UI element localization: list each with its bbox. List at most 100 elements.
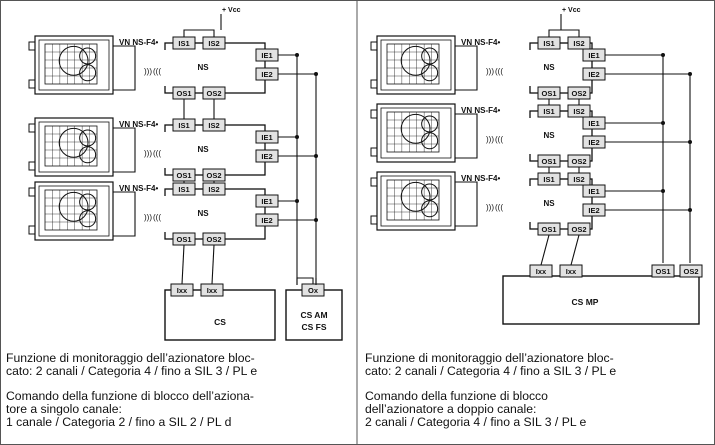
ns-label: NS (543, 131, 555, 140)
left-caption-monitoring: Funzione di monitoraggio dell’azionatore… (6, 352, 257, 378)
door-actuator (28, 181, 136, 241)
device-dial (421, 64, 439, 82)
device-dial (421, 132, 439, 150)
ns-label: NS (543, 63, 555, 72)
device-dial (400, 45, 431, 76)
output-wire (181, 244, 185, 285)
is1-terminal-label: IS1 (543, 107, 554, 116)
device-label: VN NS-F4• (119, 120, 158, 129)
switch-body (164, 124, 266, 176)
right-caption-control-line-3: 2 canali / Categoria 4 / fino a SIL 3 / … (365, 415, 587, 429)
cs-os1-terminal-box (651, 264, 675, 278)
right-caption-control: Comando della funzione di blocco dell’az… (365, 390, 586, 429)
mount-tab (28, 225, 36, 235)
mount-tab (28, 187, 36, 197)
cs-os1-terminal-label: OS1 (655, 267, 670, 276)
is2-terminal-label: IS2 (573, 107, 584, 116)
cs-os2-terminal-label: OS2 (683, 267, 698, 276)
is2-terminal-label: IS2 (208, 185, 219, 194)
junction-dot (661, 53, 665, 57)
left-caption-control-line-2: tore a singolo canale: (6, 402, 122, 416)
ns-label: NS (197, 63, 209, 72)
mount-tab (370, 215, 378, 225)
is1-terminal-label: IS1 (178, 185, 189, 194)
signal-out-icon: ))) (486, 67, 494, 76)
mount-tab (370, 147, 378, 157)
switch-opening (163, 132, 167, 168)
actuator-bracket (455, 45, 478, 91)
ie1-terminal-label: IE1 (261, 51, 272, 60)
mount-tab (28, 41, 36, 51)
is1-terminal-label: IS1 (178, 39, 189, 48)
device-label: VN NS-F4• (461, 174, 500, 183)
junction-dot (661, 189, 665, 193)
right-caption-monitoring: Funzione di monitoraggio dell’azionatore… (365, 352, 616, 378)
vcc-wire (548, 29, 580, 37)
device-dial (79, 129, 97, 147)
signal-in-icon: ((( (153, 67, 161, 76)
is2-terminal-label: IS2 (573, 39, 584, 48)
device-label: VN NS-F4• (461, 106, 500, 115)
signal-out-icon: ))) (144, 67, 152, 76)
junction-dot (688, 140, 692, 144)
is1-terminal-label: IS1 (543, 175, 554, 184)
device-dial (421, 47, 439, 65)
device-label: VN NS-F4• (119, 184, 158, 193)
right-caption-monitoring-line-2: cato: 2 canali / Categoria 4 / fino a SI… (365, 364, 617, 378)
junction-dot (314, 154, 318, 158)
ixx-terminal-label: Ixx (177, 286, 188, 295)
os2-terminal-label: OS2 (206, 235, 221, 244)
ie1-terminal-label: IE1 (588, 51, 599, 60)
mount-tab (370, 41, 378, 51)
cs-label: CS (214, 317, 226, 327)
output-wire (570, 234, 580, 266)
signal-out-icon: ))) (144, 149, 152, 158)
actuator-bracket (455, 113, 478, 159)
os1-terminal-label: OS1 (541, 89, 556, 98)
is2-terminal-label: IS2 (208, 121, 219, 130)
junction-dot (688, 208, 692, 212)
switch-opening (163, 196, 167, 232)
switch-body (164, 42, 266, 94)
mount-tab (28, 123, 36, 133)
signal-in-icon: ((( (495, 135, 503, 144)
device-dial (58, 45, 89, 76)
ie2-terminal-label: IE2 (588, 206, 599, 215)
cs-mp-block (502, 275, 700, 325)
is1-terminal-label: IS1 (543, 39, 554, 48)
mount-tab (370, 109, 378, 119)
door-actuator (370, 103, 478, 163)
device-dial (400, 113, 431, 144)
is1-terminal-label: IS1 (178, 121, 189, 130)
ns-label: NS (197, 209, 209, 218)
ie2-terminal-label: IE2 (588, 138, 599, 147)
left-caption-monitoring-line-1: Funzione di monitoraggio dell’azionatore… (6, 351, 255, 365)
junction-dot (295, 199, 299, 203)
junction-dot (295, 135, 299, 139)
os2-terminal-label: OS2 (571, 225, 586, 234)
output-wire (540, 234, 550, 266)
vcc-wire (183, 29, 215, 37)
device-dial (58, 127, 89, 158)
signal-in-icon: ((( (495, 67, 503, 76)
ie1-terminal-label: IE1 (588, 119, 599, 128)
mount-tab (370, 177, 378, 187)
signal-in-icon: ((( (153, 149, 161, 158)
ns-label: NS (543, 199, 555, 208)
os1-terminal-label: OS1 (541, 225, 556, 234)
cs-os2-terminal-box (679, 264, 703, 278)
junction-dot (688, 72, 692, 76)
door-actuator (28, 117, 136, 177)
door-actuator (370, 35, 478, 95)
actuator-bracket (113, 127, 136, 173)
cs-fs-label: CS FS (301, 322, 326, 332)
ns-label: NS (197, 145, 209, 154)
os2-terminal-label: OS2 (206, 171, 221, 180)
cs-am-label: CS AM (300, 310, 327, 320)
switch-opening (163, 50, 167, 86)
